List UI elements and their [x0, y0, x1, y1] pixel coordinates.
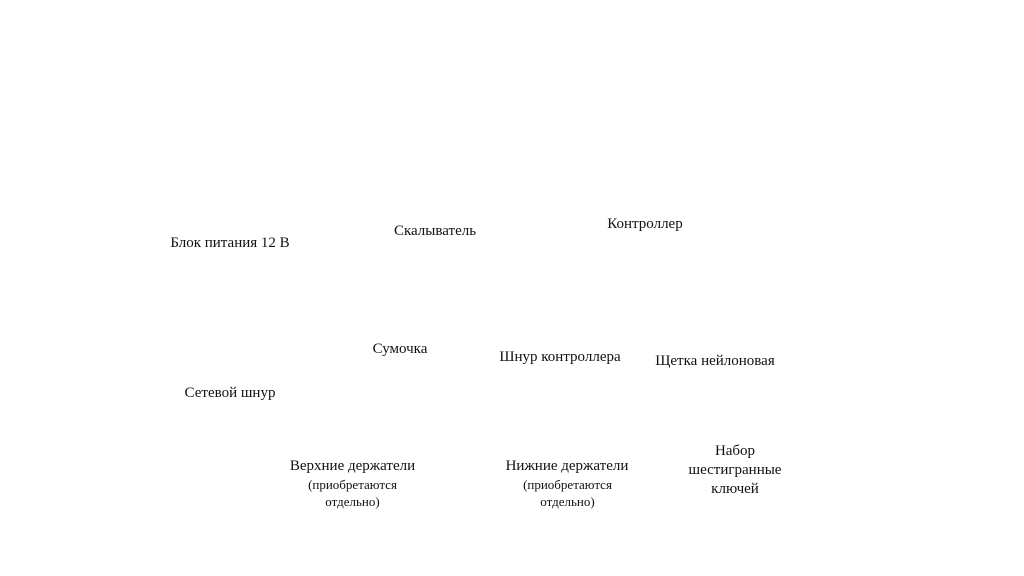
lower-holders-label: Нижние держатели [505, 458, 629, 474]
upper-holders-note-1: (приобретаются [308, 477, 397, 492]
hex-keys-label-1: Набор [714, 443, 756, 459]
nylon-brush-label: Щетка нейлоновая [655, 353, 775, 369]
pouch-label: Сумочка [372, 341, 428, 357]
power-supply-label: Блок питания 12 В [170, 235, 290, 251]
power-cord-label: Сетевой шнур [184, 385, 276, 401]
cleaver-label: Скалыватель [393, 223, 477, 239]
upper-holders-label: Верхние держатели [289, 458, 416, 474]
hex-keys-label-2: шестигранные [688, 462, 782, 478]
controller-cord-label: Шнур контроллера [499, 349, 621, 365]
controller-label: Контроллер [607, 216, 683, 232]
lower-holders-note-2: отдельно) [540, 494, 595, 509]
hex-keys-label-3: ключей [711, 481, 759, 497]
lower-holders-note-1: (приобретаются [523, 477, 612, 492]
pouch-brand-text: ▼Weon [398, 310, 424, 318]
upper-holders-note-2: отдельно) [325, 494, 380, 509]
